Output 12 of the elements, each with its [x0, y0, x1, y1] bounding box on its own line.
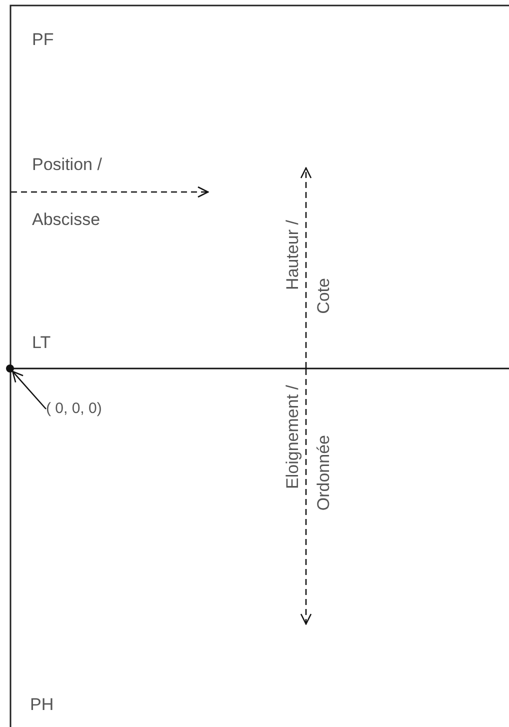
line-label: LT	[32, 333, 51, 353]
axis-label: Position /	[32, 155, 102, 175]
leader-line	[12, 370, 46, 410]
plane-label: PH	[30, 695, 54, 715]
coordinate-label: ( 0, 0, 0)	[46, 399, 102, 419]
axis-label: Ordonnée	[314, 435, 334, 511]
plane-label: PF	[32, 30, 54, 50]
axis-label: Hauteur /	[283, 220, 303, 290]
axis-label: Cote	[314, 278, 334, 314]
origin-point	[6, 364, 14, 372]
axis-label: Eloignement /	[283, 385, 303, 489]
axis-label: Abscisse	[32, 210, 100, 230]
